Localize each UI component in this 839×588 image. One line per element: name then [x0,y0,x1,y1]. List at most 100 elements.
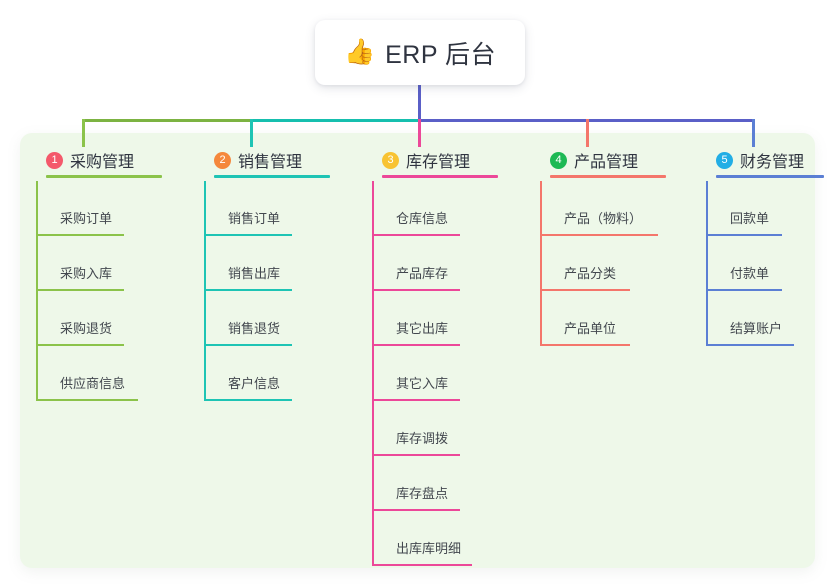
leaf-item-label: 产品库存 [396,266,449,281]
branch-header-rule [382,175,498,178]
leaf-item-label: 库存盘点 [396,486,449,501]
branch-index-badge: 2 [214,151,231,169]
leaf-item-rule [372,289,460,291]
branch-item-list: 回款单付款单结算账户 [700,181,804,346]
branch-title: 产品管理 [574,154,639,171]
leaf-item[interactable]: 销售订单 [198,181,302,236]
branch-stem-2 [250,119,253,147]
leaf-item[interactable]: 产品库存 [366,236,470,291]
leaf-item-rule [372,454,460,456]
branch-column-2: 2 销售管理销售订单销售出库销售退货客户信息 [198,145,330,401]
leaf-item[interactable]: 产品分类 [534,236,638,291]
leaf-item-rule [540,234,658,236]
branch-stem-3 [418,119,421,147]
branch-header-rule [214,175,330,178]
leaf-item[interactable]: 产品单位 [534,291,638,346]
branch-title: 财务管理 [740,154,805,171]
leaf-item-label: 产品分类 [564,266,617,281]
leaf-item-rule [706,289,782,291]
leaf-item[interactable]: 其它入库 [366,346,470,401]
leaf-item[interactable]: 采购入库 [30,236,134,291]
leaf-item-label: 出库库明细 [396,541,462,556]
leaf-item[interactable]: 结算账户 [700,291,804,346]
branch-spine [36,181,38,401]
branch-header-4[interactable]: 4 产品管理 [534,145,666,178]
branch-title: 采购管理 [70,154,135,171]
root-stem [418,83,421,122]
branch-title: 库存管理 [406,154,471,171]
leaf-item-rule [372,234,460,236]
leaf-item[interactable]: 库存调拨 [366,401,470,456]
branch-stem-4 [586,119,589,147]
leaf-item-label: 产品（物料） [564,211,643,226]
leaf-item-rule [204,399,292,401]
branch-item-list: 销售订单销售出库销售退货客户信息 [198,181,302,401]
branch-stem-5 [752,119,755,147]
branch-index-badge: 4 [550,151,567,169]
leaf-item-label: 采购退货 [60,321,113,336]
leaf-item[interactable]: 产品（物料） [534,181,658,236]
thumbs-up-icon: 👍 [343,38,376,66]
leaf-item-label: 其它入库 [396,376,449,391]
leaf-item[interactable]: 销售出库 [198,236,302,291]
leaf-item[interactable]: 付款单 [700,236,804,291]
branch-spine [372,181,374,566]
leaf-item-rule [540,289,630,291]
branch-header-rule [550,175,666,178]
leaf-item-label: 结算账户 [730,321,783,336]
branch-title: 销售管理 [238,154,303,171]
leaf-item-rule [36,234,124,236]
leaf-item-rule [204,234,292,236]
leaf-item[interactable]: 客户信息 [198,346,302,401]
branch-header-3[interactable]: 3 库存管理 [366,145,498,178]
leaf-item-rule [204,344,292,346]
leaf-item-label: 产品单位 [564,321,617,336]
branch-column-3: 3 库存管理仓库信息产品库存其它出库其它入库库存调拨库存盘点出库库明细 [366,145,498,566]
branches-panel [20,133,815,568]
leaf-item-label: 库存调拨 [396,431,449,446]
leaf-item-label: 客户信息 [228,376,281,391]
branch-spine [204,181,206,401]
leaf-item-rule [540,344,630,346]
root-node-card[interactable]: 👍 ERP 后台 [315,20,525,85]
leaf-item[interactable]: 仓库信息 [366,181,470,236]
leaf-item[interactable]: 采购退货 [30,291,134,346]
bus-segment-2 [250,119,421,122]
leaf-item-rule [36,399,138,401]
branch-item-list: 采购订单采购入库采购退货供应商信息 [30,181,138,401]
branch-header-2[interactable]: 2 销售管理 [198,145,330,178]
leaf-item[interactable]: 库存盘点 [366,456,470,511]
leaf-item[interactable]: 采购订单 [30,181,134,236]
leaf-item-rule [372,509,460,511]
leaf-item-label: 采购订单 [60,211,113,226]
leaf-item-rule [372,399,460,401]
leaf-item[interactable]: 出库库明细 [366,511,472,566]
branch-item-list: 产品（物料） 产品分类产品单位 [534,181,658,346]
leaf-item-rule [36,344,124,346]
leaf-item-rule [706,344,794,346]
leaf-item-label: 销售出库 [228,266,281,281]
branch-item-list: 仓库信息产品库存其它出库其它入库库存调拨库存盘点出库库明细 [366,181,472,566]
leaf-item-label: 付款单 [730,266,770,281]
leaf-item-label: 销售订单 [228,211,281,226]
leaf-item[interactable]: 回款单 [700,181,804,236]
leaf-item-rule [372,344,460,346]
leaf-item[interactable]: 其它出库 [366,291,470,346]
bus-segment-1 [82,119,253,122]
leaf-item[interactable]: 销售退货 [198,291,302,346]
branch-index-badge: 3 [382,151,399,169]
leaf-item-rule [204,289,292,291]
leaf-item-rule [36,289,124,291]
leaf-item[interactable]: 供应商信息 [30,346,138,401]
leaf-item-label: 供应商信息 [60,376,126,391]
leaf-item-rule [706,234,782,236]
leaf-item-label: 其它出库 [396,321,449,336]
branch-header-rule [46,175,162,178]
branch-header-rule [716,175,824,178]
branch-spine [540,181,542,346]
leaf-item-label: 回款单 [730,211,770,226]
